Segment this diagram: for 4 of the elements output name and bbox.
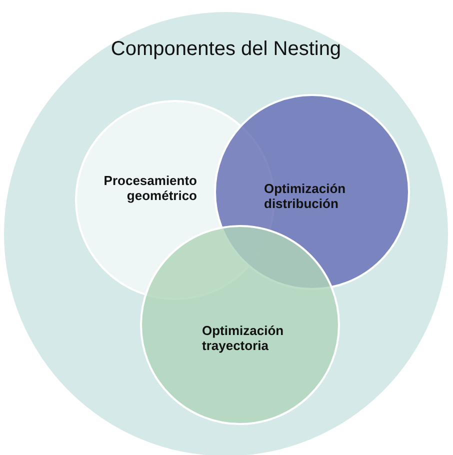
circle-label: Procesamiento geométrico <box>102 174 197 204</box>
circle-label: Optimización trayectoria <box>202 324 285 354</box>
circle-label: Optimización distribución <box>264 182 347 212</box>
circle-label: Componentes del Nesting <box>110 38 342 61</box>
